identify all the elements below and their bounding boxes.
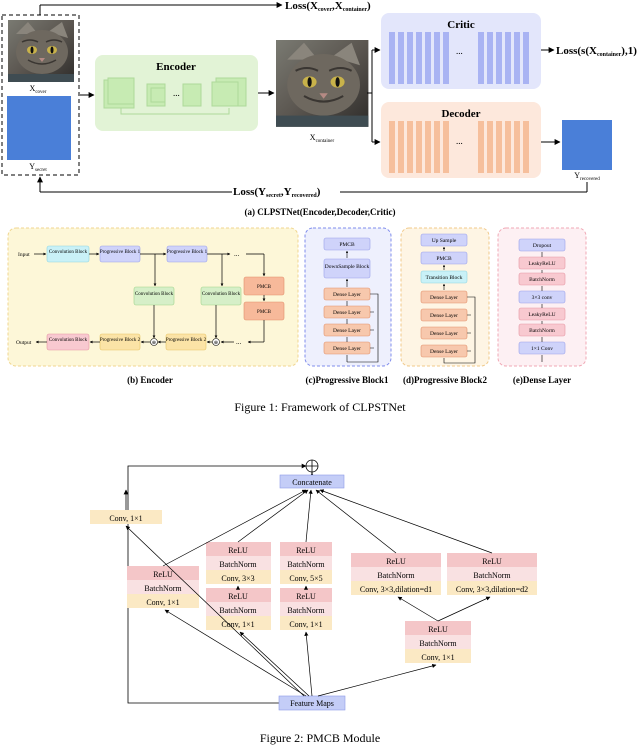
caption-e: (e)Dense Layer [513, 375, 571, 385]
y-recovered-label: Yrecovered [574, 171, 600, 182]
loss-critic: Loss(s(Xcontainer),1) [556, 45, 637, 58]
cover-image [7, 19, 75, 83]
dl-batchnorm-2: BatchNorm [529, 328, 555, 334]
caption-c: (c)Progressive Block1 [306, 375, 389, 385]
enc-conv-in: Convolution Block [49, 250, 88, 255]
b1-relu: ReLU [153, 570, 173, 579]
bs-relu: ReLU [428, 625, 448, 634]
bs-conv: Conv, 1×1 [421, 653, 454, 662]
b2-conv: Conv, 3×3 [221, 574, 254, 583]
dl-dropout: Dropout [533, 243, 552, 249]
enc-conv-mid-b: Convolution Block [202, 292, 241, 297]
dl-conv1x1: 1×1 Conv [531, 346, 553, 352]
enc-input-label: Input [18, 252, 30, 258]
enc-prog1-b: Progressive Block 1 [167, 250, 208, 255]
caption-a: (a) CLPSTNet(Encoder,Decoder,Critic) [244, 207, 395, 217]
b5-bn: BatchNorm [473, 571, 511, 580]
caption-d: (d)Progressive Block2 [403, 375, 487, 385]
enc-output-label: Output [16, 340, 32, 346]
b3b-relu: ReLU [296, 592, 316, 601]
dl-leakyrelu-1: LeakyReLU [528, 261, 555, 267]
pb1-pmcb: PMCB [339, 242, 355, 248]
pb2-dense-2: Dense Layer [430, 313, 458, 319]
enc-ellipsis-top: ... [234, 250, 240, 258]
pb1-downsample: DownSample Block [325, 264, 370, 270]
enc-plus-b: ⊕ [214, 340, 218, 346]
enc-pmcb-b: PMCB [257, 310, 272, 315]
dl-conv3x3: 3×3 conv [532, 295, 553, 301]
b4-bn: BatchNorm [377, 571, 415, 580]
x-container-label: Xcontainer [310, 133, 335, 144]
enc-prog1-a: Progressive Block 1 [100, 250, 141, 255]
decoder-ellipsis: ... [456, 136, 463, 146]
enc-ellipsis-bottom: ... [236, 338, 242, 346]
decoder-label: Decoder [441, 108, 480, 120]
prog-block1: PMCB DownSample Block Dense Layer Dense … [304, 227, 392, 367]
pb2-upsample: Up Sample [432, 238, 457, 244]
enc-pmcb-a: PMCB [257, 285, 272, 290]
enc-prog2-a: Progressive Block 2 [100, 338, 141, 343]
encoder-box [95, 55, 258, 131]
b4-relu: ReLU [386, 557, 406, 566]
b5-conv: Conv, 3×3,dilation=d2 [456, 585, 528, 594]
pb2-pmcb: PMCB [436, 256, 452, 262]
b5-relu: ReLU [482, 557, 502, 566]
encoder-ellipsis: ... [173, 88, 180, 98]
loss-secret-recovered: Loss(Ysecret,Yrecovered) [233, 186, 321, 199]
secret-image [7, 96, 71, 160]
loss-cover-container: Loss(Xcover,Xcontainer) [285, 0, 371, 13]
b2b-bn: BatchNorm [219, 606, 257, 615]
pb1-dense-2: Dense Layer [333, 310, 361, 316]
figure2: Concatenate Conv, 1×1 ReLU BatchNorm Con… [90, 459, 537, 711]
b2-relu: ReLU [228, 546, 248, 555]
pb2-dense-1: Dense Layer [430, 295, 458, 301]
b1-conv: Conv, 1×1 [146, 598, 179, 607]
caption-b: (b) Encoder [127, 375, 173, 385]
dl-batchnorm-1: BatchNorm [529, 277, 555, 283]
feature-maps-box: Feature Maps [290, 699, 334, 708]
figure2-caption: Figure 2: PMCB Module [260, 731, 380, 745]
b1-bn: BatchNorm [144, 584, 182, 593]
encoder-label: Encoder [156, 61, 196, 73]
dl-leakyrelu-2: LeakyReLU [528, 312, 555, 318]
b3b-bn: BatchNorm [287, 606, 325, 615]
enc-prog2-b: Progressive Block 2 [166, 338, 207, 343]
critic-ellipsis: ... [456, 46, 463, 56]
pb2-transition: Transition Block [426, 275, 463, 281]
figure1-top: Xcover Ysecret Loss(Xcover,Xcontainer) E… [1, 0, 637, 217]
b2b-conv: Conv, 1×1 [221, 620, 254, 629]
encoder-detail: Input Convolution Block Progressive Bloc… [7, 227, 299, 367]
b3-conv: Conv, 5×5 [289, 574, 322, 583]
skip-conv: Conv, 1×1 [109, 514, 142, 523]
b3b-conv: Conv, 1×1 [289, 620, 322, 629]
b2b-relu: ReLU [228, 592, 248, 601]
prog-block2: Up Sample PMCB Transition Block Dense La… [400, 227, 490, 367]
pb1-dense-3: Dense Layer [333, 328, 361, 334]
b3-bn: BatchNorm [287, 560, 325, 569]
enc-conv-out: Convolution Block [49, 338, 88, 343]
enc-plus-a: ⊕ [152, 340, 156, 346]
decoder-bars [389, 121, 529, 173]
x-cover-label: Xcover [30, 84, 47, 95]
concatenate-box: Concatenate [292, 478, 332, 487]
pb2-dense-4: Dense Layer [430, 349, 458, 355]
b3-relu: ReLU [296, 546, 316, 555]
dense-layer: Dropout LeakyReLU BatchNorm 3×3 conv Lea… [497, 227, 587, 367]
b4-conv: Conv, 3×3,dilation=d1 [360, 585, 432, 594]
pb1-dense-4: Dense Layer [333, 346, 361, 352]
bs-bn: BatchNorm [419, 639, 457, 648]
enc-conv-mid-a: Convolution Block [135, 292, 174, 297]
critic-label: Critic [447, 19, 475, 31]
critic-bars [389, 32, 529, 84]
pb2-dense-3: Dense Layer [430, 331, 458, 337]
b2-bn: BatchNorm [219, 560, 257, 569]
figure1-caption: Figure 1: Framework of CLPSTNet [234, 400, 406, 414]
pb1-dense-1: Dense Layer [333, 292, 361, 298]
y-secret-label: Ysecret [29, 162, 47, 173]
container-image [274, 38, 370, 128]
recovered-image [562, 120, 612, 170]
